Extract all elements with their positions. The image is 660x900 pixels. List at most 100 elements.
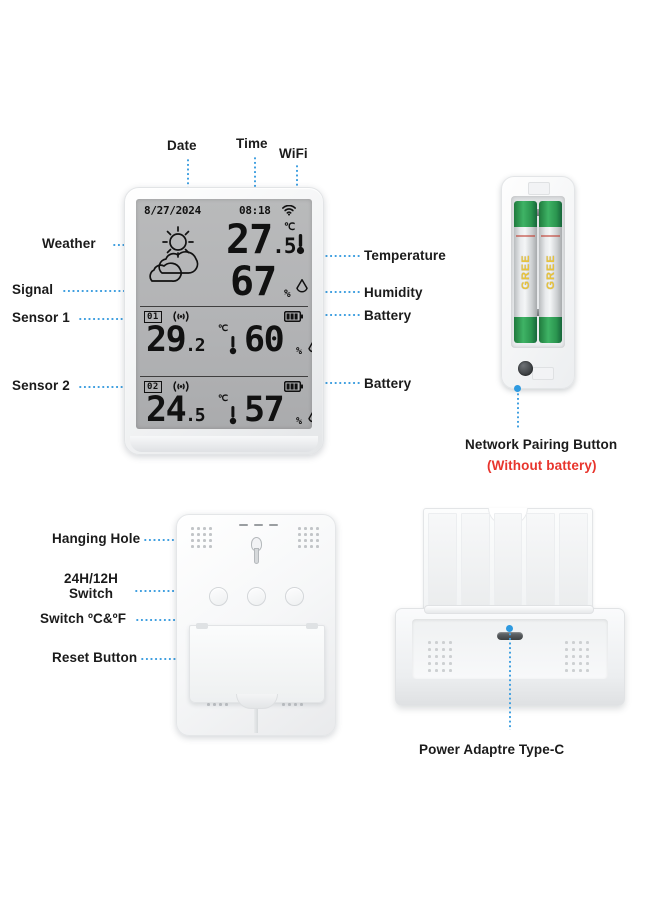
sensor-1-temperature: 29.2: [146, 323, 206, 358]
leader-dot-power-adapter: [506, 625, 513, 632]
callout-label-without-battery: (Without battery): [487, 458, 597, 473]
callout-label-signal: Signal: [12, 282, 54, 297]
vent-grid-top-right: [298, 527, 321, 550]
hanging-hole-slot: [254, 548, 259, 564]
battery-terminal-top: [523, 209, 553, 216]
leader-date: [187, 158, 189, 207]
sensor-2-humidity-unit: %: [296, 416, 303, 427]
callout-label-temperature: Temperature: [364, 248, 446, 263]
sensor-2-temp-int: 24: [146, 390, 187, 429]
callout-label-hanging-hole: Hanging Hole: [52, 531, 141, 546]
battery-stripe-right: [541, 235, 560, 237]
lcd-time: 08:18: [239, 204, 271, 217]
battery-terminal-bottom: [523, 309, 553, 316]
sensor-1-temp-int: 29: [146, 320, 187, 360]
signal-icon-1: [173, 311, 189, 322]
lcd-indoor-row: 27.5 ℃ 67 %: [136, 220, 312, 305]
speaker-slots: [239, 524, 278, 527]
indoor-temp-dec: .5: [272, 234, 296, 258]
indoor-temp-unit: ℃: [284, 222, 296, 233]
indoor-humidity-unit: %: [284, 287, 291, 300]
vent-grid-top-left: [191, 527, 214, 550]
lid-ribs: [428, 513, 588, 621]
humidity-drop-icon-sensor-2: [308, 411, 312, 423]
battery-brand-left: GREE: [519, 254, 532, 290]
stand-leg: [254, 697, 258, 733]
thermometer-icon-sensor-1: [229, 336, 237, 355]
battery-cap-bottom-left: [514, 317, 537, 343]
lcd-indoor-temperature: 27.5: [226, 220, 296, 260]
case-notch-bottom: [532, 367, 554, 380]
flap-clip-left: [196, 623, 208, 629]
aa-battery-left: GREE: [514, 201, 537, 343]
callout-label-24h-12h-switch: 24H/12H Switch: [64, 571, 118, 601]
network-pairing-button[interactable]: [518, 361, 533, 376]
reset-button[interactable]: [285, 587, 304, 606]
leader-sensor2: [78, 386, 130, 388]
humidity-drop-icon-sensor-1: [308, 341, 312, 353]
leader-dot-pairing: [514, 385, 521, 392]
sensor-1-humidity: 60: [244, 320, 285, 360]
callout-label-battery-1: Battery: [364, 308, 412, 323]
battery-stripe-left: [516, 235, 535, 237]
flap-thumb-tab[interactable]: [236, 694, 278, 709]
base-vent-left: [428, 641, 455, 675]
callout-label-sensor2: Sensor 2: [12, 378, 70, 393]
lcd-indoor-humidity: 67: [230, 259, 277, 305]
callout-label-wifi: WiFi: [279, 146, 308, 161]
leader-24h-12h: [134, 590, 215, 592]
battery-compartment: GREE GREE: [501, 176, 575, 389]
sensor-2-temp-dec: .5: [185, 405, 205, 426]
weather-sun-cloud-icon: [149, 226, 199, 282]
weather-station-back: [176, 514, 336, 736]
callout-label-humidity: Humidity: [364, 285, 423, 300]
switch-celsius-fahrenheit-button[interactable]: [247, 587, 266, 606]
battery-cap-top-right: [539, 201, 562, 227]
case-notch-top: [528, 182, 550, 195]
battery-cap-bottom-right: [539, 317, 562, 343]
battery-icon-2: [284, 381, 303, 392]
leader-sensor1: [78, 318, 130, 320]
callout-label-reset-button: Reset Button: [52, 650, 138, 665]
sensor-1-temp-dec: .2: [185, 335, 205, 356]
lcd-sensor-row-1: 01 29.2: [136, 308, 312, 376]
leader-signal-h: [62, 290, 167, 292]
lcd-divider-2: [140, 376, 308, 378]
lcd-divider-1: [140, 306, 308, 308]
lcd-status-bar: 8/27/2024 08:18: [136, 204, 312, 219]
flap-clip-right: [306, 623, 318, 629]
aa-battery-right: GREE: [539, 201, 562, 343]
battery-icon-1: [284, 311, 303, 322]
sensor-2-id: 02: [144, 381, 162, 393]
lcd-sensor-row-2: 02 24.5: [136, 378, 312, 429]
leader-pairing: [517, 392, 519, 428]
switch-24h-12h-button[interactable]: [209, 587, 228, 606]
hinge-bar: [424, 605, 594, 614]
hanging-hole: [250, 537, 263, 564]
battery-well: GREE GREE: [511, 196, 565, 348]
sensor-1-id: 01: [144, 311, 162, 323]
lcd-screen: 8/27/2024 08:18: [136, 199, 312, 429]
callout-label-sensor1: Sensor 1: [12, 310, 70, 325]
leader-temperature: [315, 255, 360, 257]
sensor-2-temperature: 24.5: [146, 393, 206, 428]
humidity-drop-icon: [296, 279, 308, 293]
callout-label-switch-c-f: Switch ºC&ºF: [40, 611, 127, 626]
callout-label-battery-2: Battery: [364, 376, 412, 391]
callout-label-weather: Weather: [42, 236, 96, 251]
sensor-1-temp-unit: ℃: [218, 324, 229, 334]
leader-battery2: [315, 382, 360, 384]
callout-label-power-adapter: Power Adaptre Type-C: [419, 742, 565, 757]
leader-battery1: [315, 314, 360, 316]
lcd-date: 8/27/2024: [144, 204, 201, 217]
stand-flap[interactable]: [189, 623, 325, 709]
signal-icon-2: [173, 381, 189, 392]
wifi-icon: [282, 205, 296, 216]
sensor-1-humidity-unit: %: [296, 346, 303, 357]
leader-time: [254, 156, 256, 207]
sensor-2-humidity: 57: [244, 390, 285, 429]
base-vent-right: [565, 641, 592, 675]
thermometer-icon: [296, 234, 305, 255]
callout-label-time: Time: [236, 136, 268, 151]
